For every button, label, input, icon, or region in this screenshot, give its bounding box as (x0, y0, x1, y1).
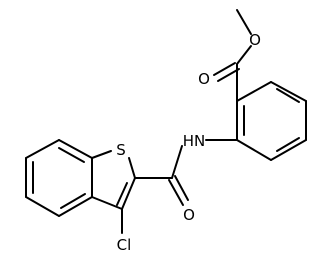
ester-group (213, 9, 252, 102)
carbonyl-oxygen-label: O (198, 70, 210, 88)
thiophene-sulfur-label: S (116, 141, 126, 159)
amide-oxygen-label: O (183, 206, 195, 224)
chlorine-label: Cl (117, 236, 132, 254)
amide-nitrogen-label: HN (183, 132, 206, 150)
amide-linkage (134, 139, 238, 206)
benzoate-ring (236, 81, 307, 161)
thiophene-ring (91, 150, 136, 234)
ester-oxygen-label: O (249, 31, 261, 49)
fused-benzene-ring (25, 139, 93, 217)
